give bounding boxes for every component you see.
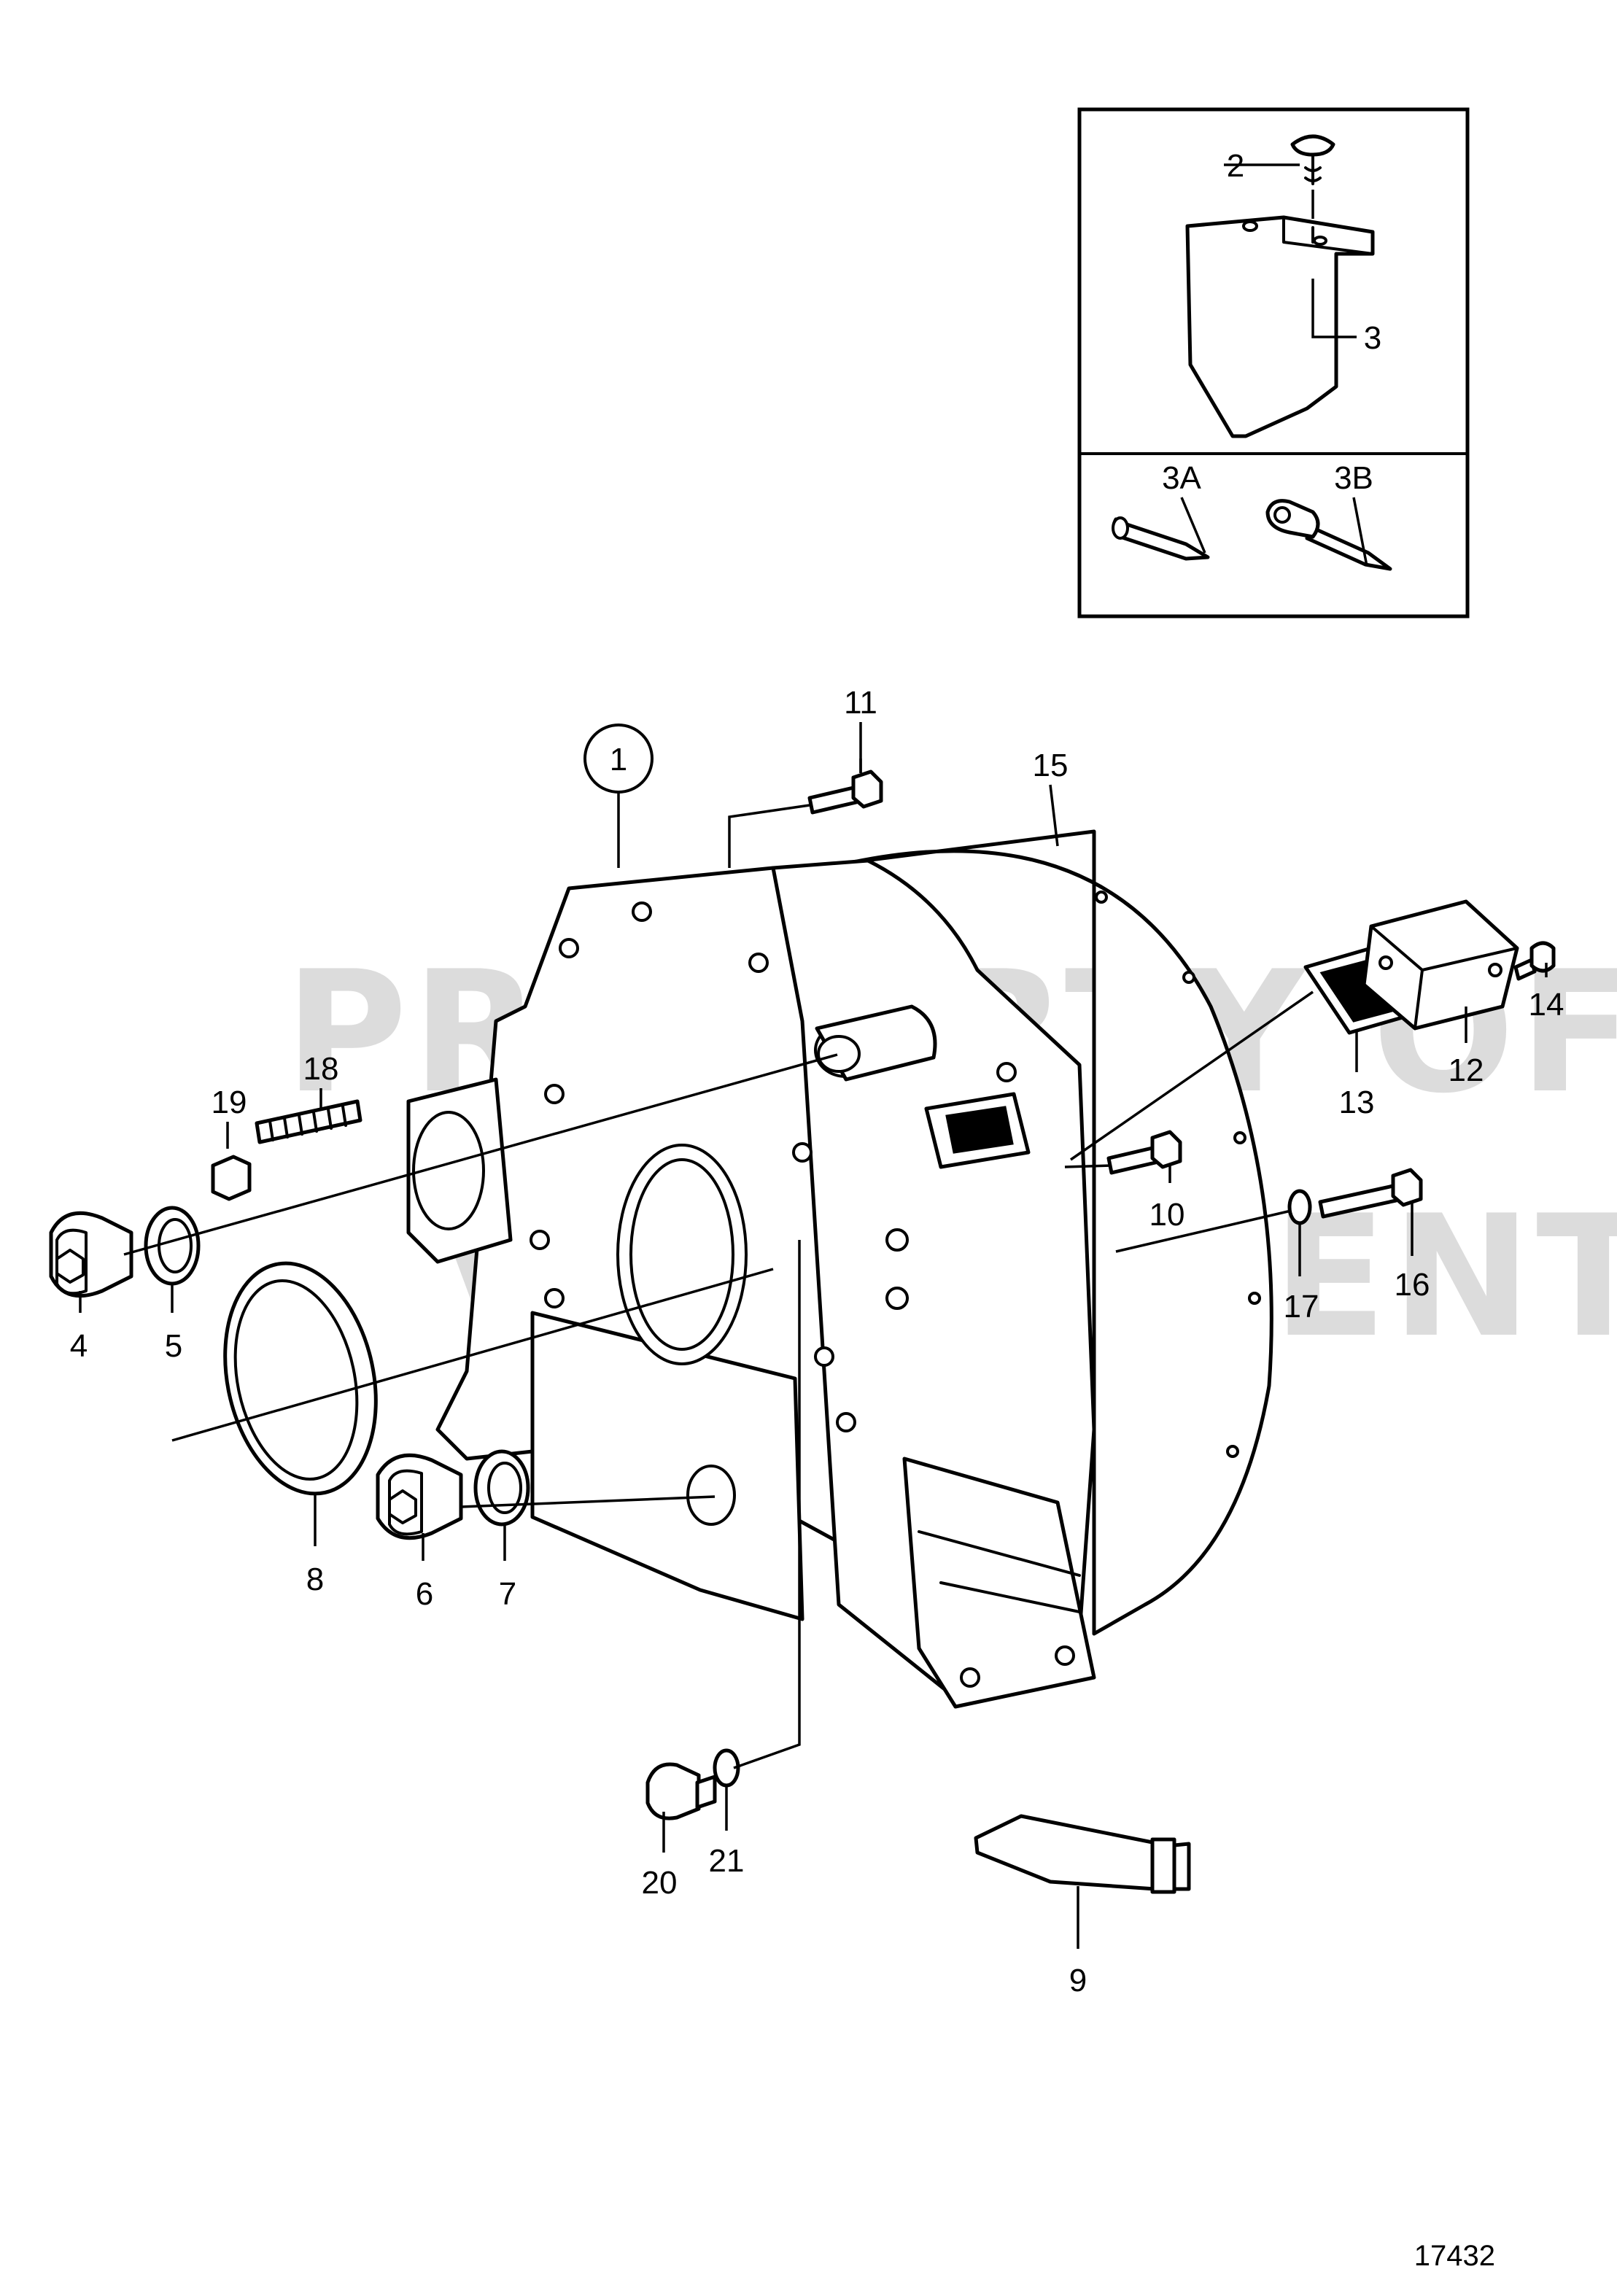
callout-20: 20 — [642, 1865, 678, 1901]
inset-box — [1077, 107, 1470, 618]
drawing-number: 17432 — [1414, 2240, 1495, 2272]
part-20-plug — [645, 1762, 717, 1820]
part-1-flywheel-housing — [406, 858, 1096, 1709]
callout-9: 9 — [1069, 1963, 1087, 1998]
part-4-plug — [49, 1211, 133, 1298]
part-11-bolt — [807, 769, 883, 815]
part-9-sealant-tube — [974, 1814, 1191, 1894]
part-12-cover — [1362, 899, 1519, 1031]
leader-3b — [1352, 497, 1368, 567]
part-3-bracket — [1185, 215, 1375, 438]
callout-2: 2 — [1227, 148, 1244, 184]
callout-14: 14 — [1529, 987, 1564, 1023]
callout-7: 7 — [499, 1576, 516, 1612]
part-16-bolt — [1318, 1168, 1423, 1219]
axis-line-upper — [123, 1053, 838, 1256]
callout-3b: 3B — [1334, 460, 1373, 496]
callout-labels: 1 2 3 3A 3B 4 5 6 7 8 9 10 11 12 13 14 1… — [70, 148, 1564, 1998]
callout-19: 19 — [212, 1085, 247, 1120]
callout-18: 18 — [303, 1051, 339, 1087]
callout-15: 15 — [1033, 748, 1069, 783]
axis-line-13 — [1070, 990, 1314, 1161]
callout-4: 4 — [70, 1328, 88, 1364]
axis-line-lower — [460, 1495, 716, 1508]
callout-6: 6 — [416, 1576, 433, 1612]
axis-line-16 — [1115, 1209, 1292, 1253]
axis-line-10 — [1064, 1164, 1112, 1168]
leader-3a — [1180, 497, 1206, 554]
leader-3 — [1311, 279, 1357, 338]
callout-3: 3 — [1364, 320, 1381, 356]
callout-10: 10 — [1149, 1197, 1185, 1233]
callout-8: 8 — [306, 1562, 324, 1597]
part-19-nut — [211, 1155, 252, 1201]
part-15-cover-plate — [851, 829, 1273, 1636]
part-2-clip — [1290, 134, 1335, 185]
callout-17: 17 — [1284, 1289, 1319, 1325]
axis-line-20 — [733, 1240, 801, 1769]
callout-12: 12 — [1449, 1052, 1484, 1088]
part-6-plug — [376, 1453, 463, 1540]
axis-line-seal — [171, 1268, 774, 1442]
part-18-stud — [255, 1099, 362, 1144]
part-10-bolt — [1106, 1130, 1182, 1175]
housing-bolt-holes — [530, 901, 1075, 1688]
callout-11: 11 — [844, 685, 877, 721]
leader-lines — [79, 163, 1548, 1949]
callout-21: 21 — [709, 1843, 745, 1879]
part-3a-pin — [1112, 516, 1210, 561]
leader-15 — [1049, 784, 1059, 847]
callout-5: 5 — [165, 1328, 182, 1364]
part-17-washer — [1287, 1189, 1312, 1225]
callout-3a: 3A — [1162, 460, 1201, 496]
callout-1: 1 — [610, 742, 627, 777]
callout-1-circle — [583, 724, 654, 794]
part-14-screw — [1513, 941, 1556, 981]
part-21-washer — [713, 1748, 740, 1788]
part-8-seal-ring — [223, 1261, 378, 1496]
inset-frame — [1077, 107, 1470, 618]
callout-16: 16 — [1395, 1267, 1430, 1303]
part-7-washer — [473, 1449, 530, 1527]
leader-11-b — [728, 804, 810, 868]
callout-13: 13 — [1339, 1085, 1375, 1120]
part-3b-pin — [1265, 499, 1392, 571]
